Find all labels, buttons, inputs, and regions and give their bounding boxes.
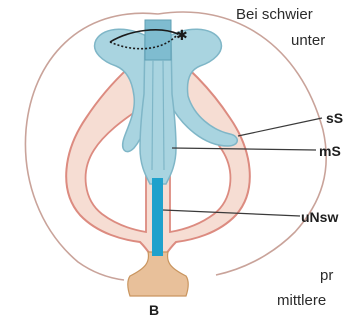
star-marker: ✱ xyxy=(176,28,188,44)
label-unsw: uNsw xyxy=(301,209,338,225)
label-b: B xyxy=(149,302,159,318)
bone-base xyxy=(128,252,189,296)
upper-septum-block xyxy=(145,20,171,60)
label-ss: sS xyxy=(326,110,343,126)
label-ms: mS xyxy=(319,143,341,159)
septum-bar xyxy=(152,178,163,256)
leader-line-ss xyxy=(238,118,322,136)
